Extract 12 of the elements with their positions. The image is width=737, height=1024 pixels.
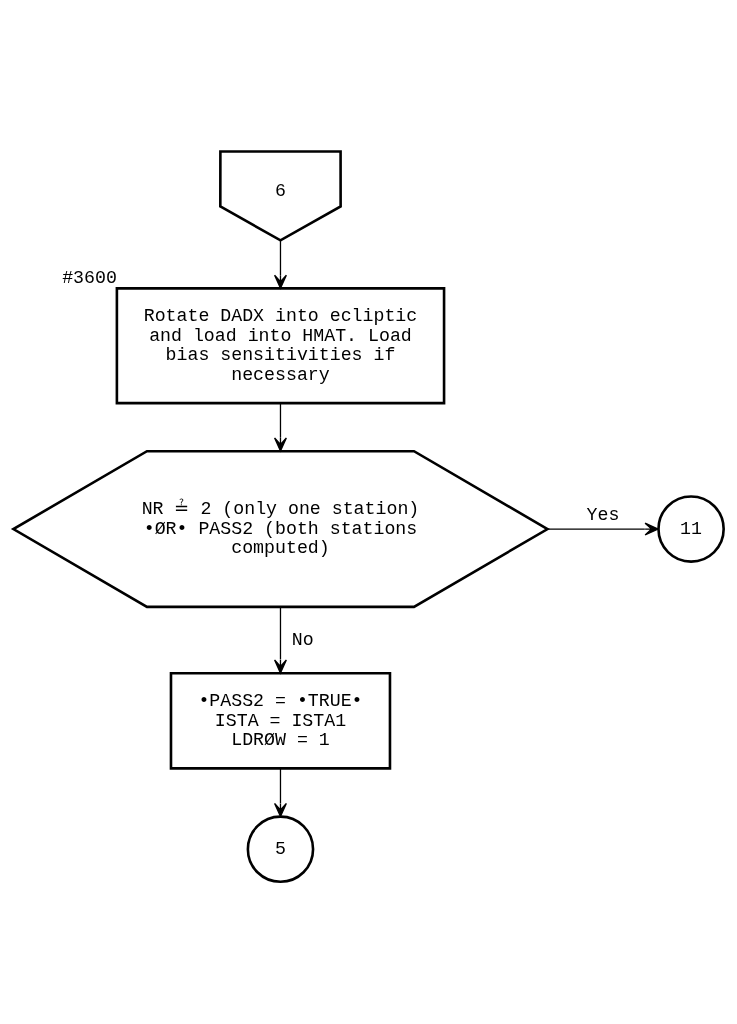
edge-label: No	[291, 629, 314, 650]
arrow	[273, 606, 287, 674]
node-box: •PASS2 = •TRUE• ISTA = ISTA1 LDRØW = 1	[169, 671, 392, 770]
node-box: Rotate DADX into ecliptic and load into HMAT. Load bias sensitivities if necessary	[115, 287, 446, 405]
arrow	[547, 522, 659, 536]
node-label: #3600	[62, 268, 117, 289]
arrow	[273, 767, 287, 818]
node-circle: 5	[246, 815, 315, 884]
edge-label: Yes	[586, 505, 620, 526]
arrow	[273, 239, 287, 289]
arrow	[273, 402, 287, 452]
node-circle: 11	[657, 495, 725, 563]
